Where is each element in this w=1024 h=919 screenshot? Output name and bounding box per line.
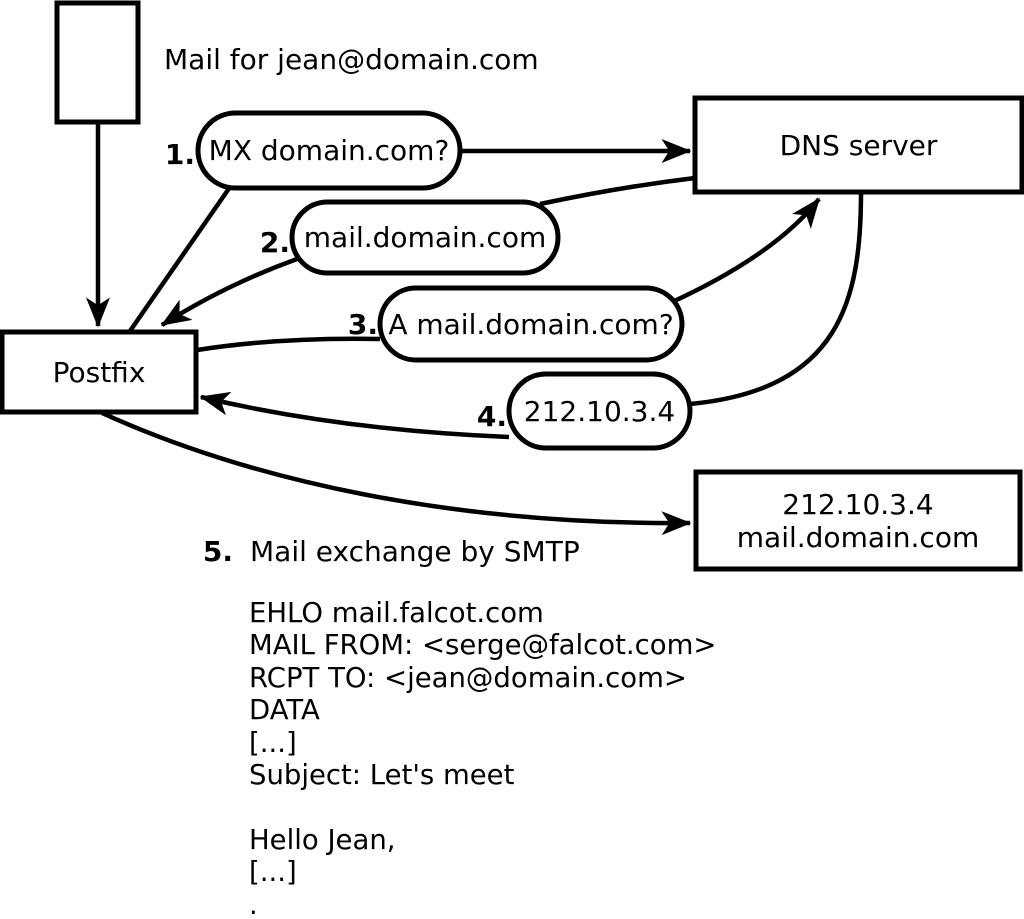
step-5-number: 5.: [202, 535, 233, 568]
smtp-line-end-dot: .: [249, 888, 258, 919]
smtp-session-transcript: EHLO mail.falcot.com MAIL FROM: <serge@f…: [249, 597, 716, 919]
step-4-number: 4.: [476, 400, 507, 433]
mail-server-hostname: mail.domain.com: [736, 520, 980, 554]
mail-message-node: [54, 0, 141, 125]
smtp-line-blank: [249, 791, 716, 823]
smtp-line-mail-from: MAIL FROM: <serge@falcot.com>: [249, 629, 717, 662]
arrow-smtp-exchange: [101, 410, 692, 536]
line-postfix-to-query3: [196, 336, 381, 353]
smtp-line-rcpt-to: RCPT TO: <jean@domain.com>: [249, 661, 687, 694]
step-5-label: Mail exchange by SMTP: [250, 535, 580, 568]
bubble-reply-a: [506, 371, 693, 451]
mail-server-node-label: 212.10.3.4 mail.domain.com: [696, 472, 1020, 569]
arrow-query3-to-dns: [669, 197, 821, 306]
smtp-line-subject: Subject: Let's meet: [249, 759, 515, 792]
step-3-number: 3.: [347, 308, 378, 341]
mail-for-title: Mail for jean@domain.com: [164, 43, 539, 76]
bubble-query-a: [377, 285, 685, 363]
bubble-query-a-label: A mail.domain.com?: [388, 307, 674, 341]
smtp-line-hello: Hello Jean,: [249, 823, 396, 856]
smtp-line-ellipsis1: [...]: [249, 726, 297, 759]
line-postfix-to-query1: [128, 185, 232, 333]
arrow-reply2-to-postfix: [160, 256, 298, 327]
mail-server-node: [693, 469, 1023, 572]
bubble-reply-mx: [289, 199, 561, 276]
line-dns-to-reply4: [689, 191, 864, 407]
bubble-reply-a-label: 212.10.3.4: [523, 394, 676, 428]
dns-server-node-label: DNS server: [779, 128, 938, 162]
postfix-node-label: Postfix: [52, 355, 146, 389]
step-1-number: 1.: [164, 138, 195, 171]
bubble-query-mx: [195, 110, 463, 191]
step-2-number: 2.: [259, 226, 290, 259]
smtp-line-data: DATA: [249, 694, 320, 727]
smtp-line-ellipsis2: [...]: [249, 856, 297, 889]
arrow-reply4-to-postfix: [199, 391, 510, 440]
smtp-line-ehlo: EHLO mail.falcot.com: [249, 597, 544, 629]
dns-server-node: [692, 95, 1024, 195]
postfix-node: [0, 329, 199, 415]
bubble-reply-mx-label: mail.domain.com: [303, 221, 547, 254]
line-dns-to-reply2: [539, 175, 696, 207]
bubble-query-mx-label: MX domain.com?: [208, 134, 450, 167]
mail-server-ip: 212.10.3.4: [782, 487, 934, 521]
